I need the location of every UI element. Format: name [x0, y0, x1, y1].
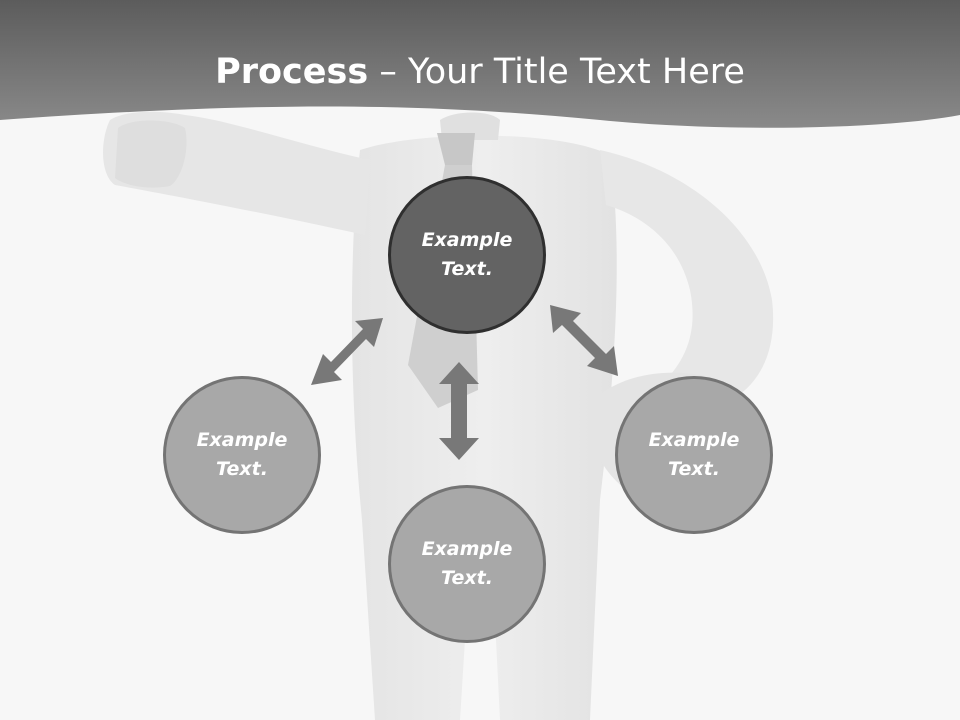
title-separator: –	[379, 52, 397, 92]
arrow-center-left	[311, 318, 383, 385]
bottom-node-line1: Example	[421, 538, 513, 560]
right-node-line2: Text.	[668, 458, 720, 480]
arrow-center-bottom	[439, 362, 479, 460]
right-node: Example Text.	[615, 376, 773, 534]
slide-title: Process – Your Title Text Here	[0, 52, 960, 92]
left-node-line2: Text.	[216, 458, 268, 480]
bottom-node: Example Text.	[388, 485, 546, 643]
title-bold: Process	[215, 52, 369, 92]
center-node-line2: Text.	[441, 258, 493, 280]
bottom-node-line2: Text.	[441, 567, 493, 589]
header-band	[0, 0, 960, 128]
left-node: Example Text.	[163, 376, 321, 534]
left-node-line1: Example	[196, 429, 288, 451]
center-node-line1: Example	[421, 229, 513, 251]
center-node: Example Text.	[388, 176, 546, 334]
right-node-line1: Example	[648, 429, 740, 451]
title-text: Your Title Text Here	[407, 52, 745, 92]
arrow-center-right	[550, 305, 618, 376]
